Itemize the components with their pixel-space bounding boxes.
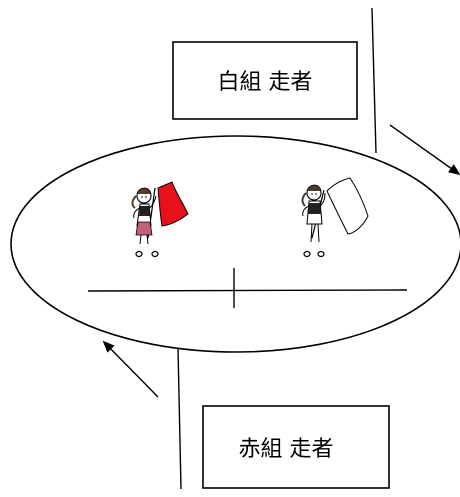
white-flag-figure xyxy=(301,177,369,258)
white-team-runner-box: 白組 走者 xyxy=(172,41,358,120)
red-team-runner-label: 赤組 走者 xyxy=(239,437,334,462)
arrow-down-right-icon xyxy=(389,124,460,176)
lower-boundary-line xyxy=(177,347,182,490)
red-flag-figure xyxy=(131,181,189,258)
track-oval xyxy=(10,135,460,353)
red-flag xyxy=(157,181,189,227)
white-team-runner-label: 白組 走者 xyxy=(218,70,313,95)
red-team-runner-box: 赤組 走者 xyxy=(202,405,390,489)
arrow-up-left-icon xyxy=(102,340,159,398)
start-line xyxy=(87,289,408,292)
white-flag xyxy=(326,177,369,235)
upper-boundary-line xyxy=(371,7,377,154)
